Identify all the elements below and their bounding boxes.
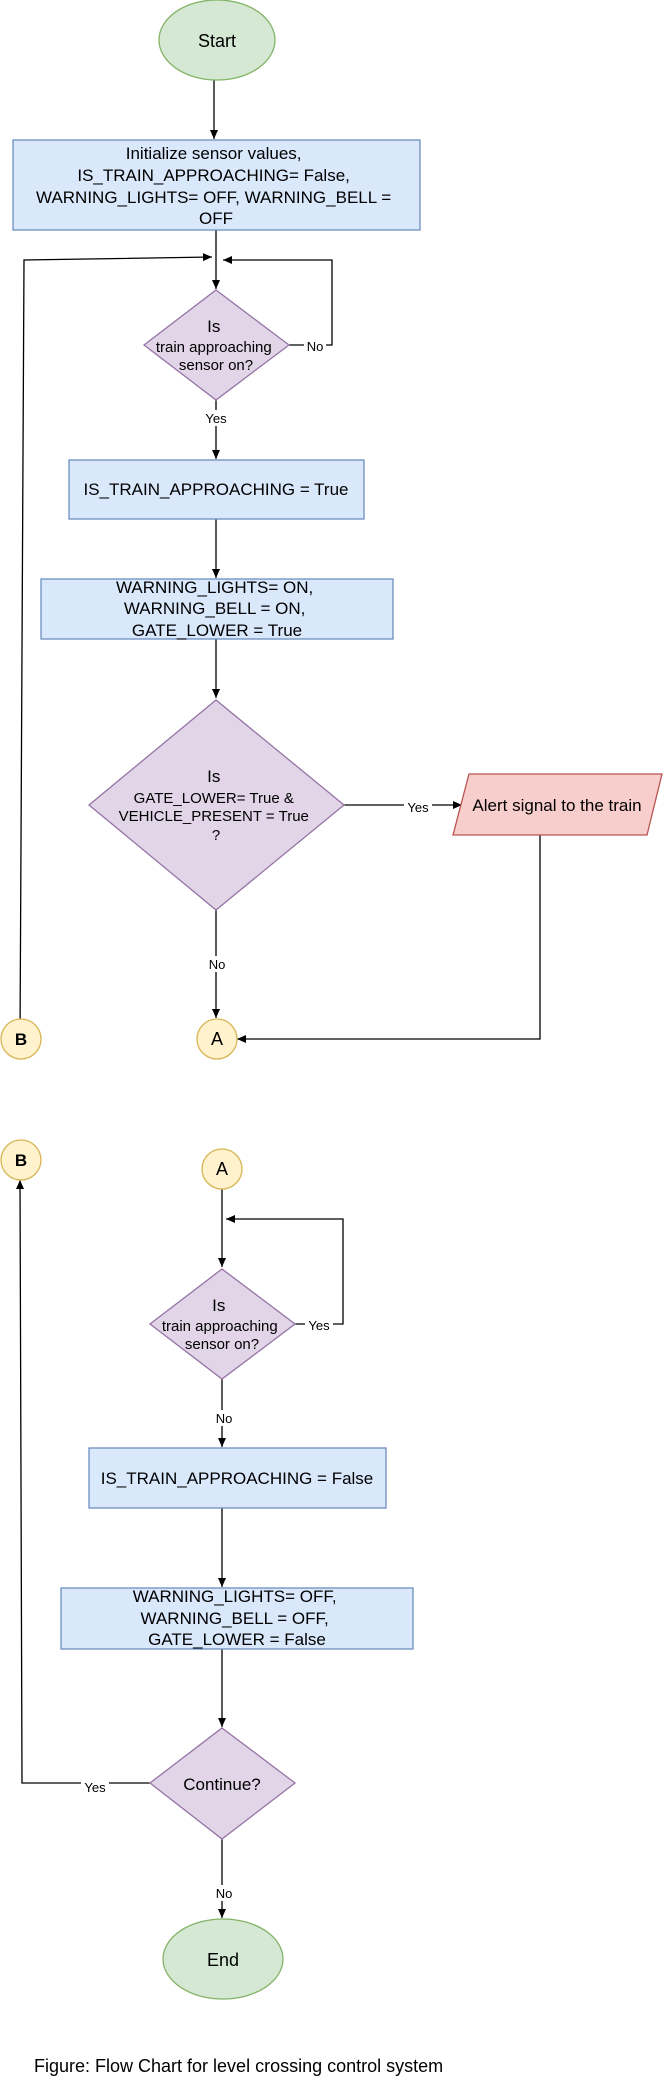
decision2-no-label: No [209,957,226,972]
connector-a-bottom: A [201,1148,243,1190]
decision3-line-1: Is [212,1296,225,1315]
decision3-line-3: sensor on? [185,1336,259,1353]
connector-b-bottom: B [0,1139,42,1181]
edge-b-loop [19,253,213,1039]
decision2-line-4: ? [212,827,220,844]
connector-b-top-label: B [15,1030,27,1049]
warnings-off-process: WARNING_LIGHTS= OFF, WARNING_BELL = OFF,… [60,1587,414,1650]
figure-caption: Figure: Flow Chart for level crossing co… [34,2056,444,2076]
decision2-line-1: Is [207,767,220,786]
svg-text:Is train approaching: Is train approaching sensor on? [162,1296,282,1353]
decision1-no-label: No [307,339,324,354]
connector-a-bottom-label: A [216,1159,228,1179]
set-train-approaching-false: IS_TRAIN_APPROACHING = False [88,1447,387,1509]
decision3-no-label: No [216,1411,233,1426]
connector-a-top-label: A [211,1029,223,1049]
init-line-4: OFF [199,209,233,228]
end-label: End [207,1950,239,1970]
connector-a-top: A [196,1018,238,1060]
svg-text:Initialize sensor values,: Initialize sensor values, IS_TRAIN_APPRO… [36,144,396,228]
edge-alert-a [237,835,541,1043]
decision1-line-1: Is [207,317,220,336]
connector-b-top: B [0,1018,42,1060]
decision-train-approaching-1: Is train approaching sensor on? [142,289,291,401]
set-false-label: IS_TRAIN_APPROACHING = False [101,1469,374,1488]
decision-gate-vehicle: Is GATE_LOWER= True & VEHICLE_PRESENT = … [87,699,346,911]
alert-label: Alert signal to the train [472,796,641,815]
decision-continue: Continue? [148,1727,297,1840]
set-train-approaching-true: IS_TRAIN_APPROACHING = True [68,459,365,520]
set-true-label: IS_TRAIN_APPROACHING = True [84,480,349,499]
decision2-yes-label: Yes [407,800,429,815]
warnings-on-line-2: WARNING_BELL = ON, [124,599,306,618]
svg-text:WARNING_LIGHTS= OFF, WAR: WARNING_LIGHTS= OFF, WARNING_BELL = OFF,… [133,1587,342,1649]
decision1-yes-label: Yes [205,411,227,426]
start-terminal: Start [158,0,276,81]
svg-text:WARNING_LIGHTS= ON, WARN: WARNING_LIGHTS= ON, WARNING_BELL = ON, G… [116,578,318,640]
start-label: Start [198,31,236,51]
warnings-off-line-1: WARNING_LIGHTS= OFF, [133,1587,337,1606]
warnings-on-line-1: WARNING_LIGHTS= ON, [116,578,313,597]
warnings-off-line-3: GATE_LOWER = False [148,1630,326,1649]
warnings-on-process: WARNING_LIGHTS= ON, WARNING_BELL = ON, G… [40,578,394,640]
init-line-1: Initialize sensor values, [126,144,302,163]
decision1-line-3: sensor on? [179,357,253,374]
decision4-no-label: No [216,1886,233,1901]
decision3-yes-label: Yes [308,1318,330,1333]
end-terminal: End [162,1918,284,2000]
warnings-off-line-2: WARNING_BELL = OFF, [141,1609,329,1628]
decision2-line-2: GATE_LOWER= True & [134,790,294,807]
warnings-on-line-3: GATE_LOWER = True [132,621,302,640]
connector-b-bottom-label: B [15,1151,27,1170]
decision-train-approaching-2: Is train approaching sensor on? [148,1268,297,1380]
decision3-line-2: train approaching [162,1318,278,1335]
init-line-2: IS_TRAIN_APPROACHING= False, [77,166,350,185]
svg-text:Is train approaching: Is train approaching sensor on? [156,317,276,374]
decision4-label: Continue? [183,1775,261,1794]
svg-text:Is GATE_LOWER= True &: Is GATE_LOWER= True & VEHICLE_PRESENT = … [119,767,314,844]
decision4-yes-label: Yes [84,1780,106,1795]
init-line-3: WARNING_LIGHTS= OFF, WARNING_BELL = [36,188,391,207]
decision1-line-2: train approaching [156,339,272,356]
init-process: Initialize sensor values, IS_TRAIN_APPRO… [12,139,421,231]
decision2-line-3: VEHICLE_PRESENT = True [119,808,309,825]
alert-train-io: Alert signal to the train [452,773,663,836]
